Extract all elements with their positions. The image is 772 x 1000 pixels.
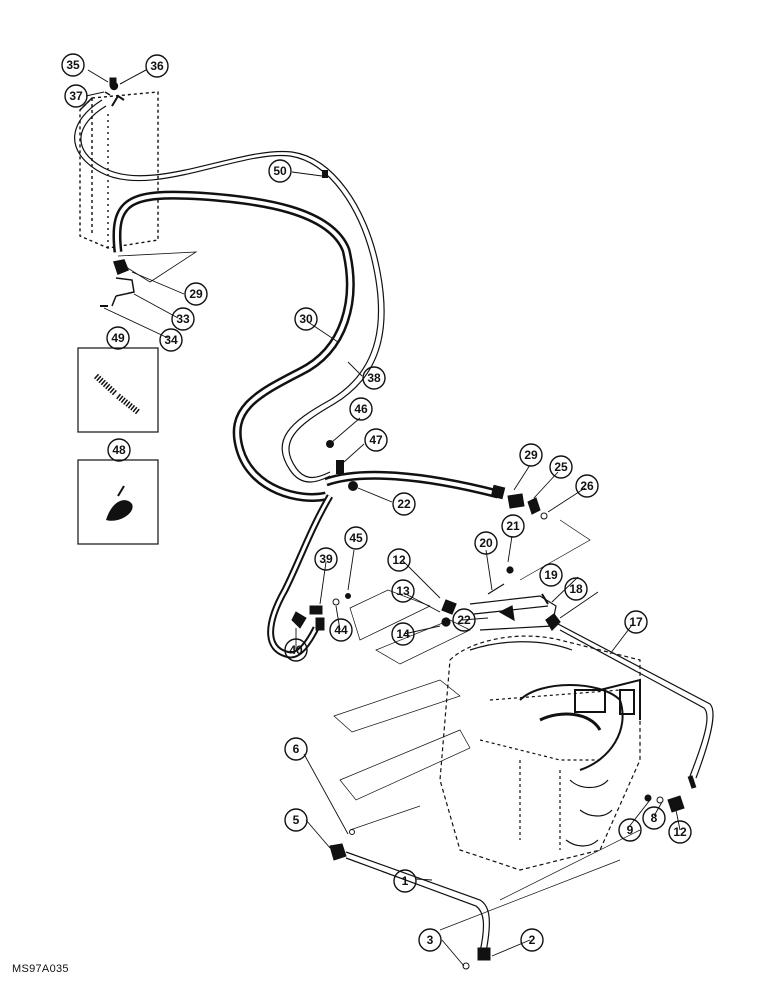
callout-34: 34: [164, 333, 178, 347]
callout-22-lower: 22: [457, 613, 471, 627]
callout-25: 25: [554, 460, 568, 474]
callout-45: 45: [349, 531, 363, 545]
callout-26: 26: [580, 479, 594, 493]
callout-38: 38: [367, 371, 381, 385]
callout-17: 17: [629, 615, 643, 629]
callout-39: 39: [319, 552, 333, 566]
transmission-housing: [439, 635, 641, 871]
callout-29-right: 29: [524, 448, 538, 462]
callout-49: 49: [111, 331, 125, 345]
fitting-8-9-12: [644, 794, 685, 813]
hose-to-filter: [324, 470, 506, 500]
callout-2: 2: [529, 933, 536, 947]
callout-9: 9: [627, 823, 634, 837]
callouts: [61, 53, 692, 952]
callout-14: 14: [396, 627, 410, 641]
line-38: [74, 99, 385, 483]
figure-code: MS97A035: [12, 963, 69, 975]
callout-8: 8: [651, 811, 658, 825]
callout-36: 36: [150, 59, 164, 73]
leader-box: [117, 251, 198, 283]
callout-13: 13: [396, 584, 410, 598]
callout-labels: 35 36 37 50 29 33 34 30 38 49 46 47 48 2…: [66, 58, 687, 947]
hose-30: [112, 190, 355, 502]
callout-29-tank: 29: [189, 287, 203, 301]
tube-1: [345, 851, 490, 953]
callout-35: 35: [66, 58, 80, 72]
fitting-cluster: [441, 566, 561, 631]
callout-19: 19: [544, 568, 558, 582]
callout-40: 40: [289, 643, 303, 657]
clip-50: [322, 170, 328, 178]
leader-lines: [103, 171, 681, 967]
fitting-25-26: [507, 493, 548, 520]
callout-44: 44: [334, 623, 348, 637]
callout-20: 20: [479, 536, 493, 550]
callout-1: 1: [402, 874, 409, 888]
hose-to-40: [267, 494, 334, 659]
callout-50: 50: [273, 164, 287, 178]
part-49-box: [77, 347, 159, 433]
callout-48: 48: [112, 443, 126, 457]
tube-17: [557, 623, 714, 789]
callout-5: 5: [293, 813, 300, 827]
part-48-box: [77, 459, 159, 545]
callout-47: 47: [369, 433, 383, 447]
tank-fitting: [100, 259, 135, 307]
callout-30: 30: [299, 312, 313, 326]
callout-12-lower: 12: [673, 825, 687, 839]
callout-33: 33: [176, 312, 190, 326]
callout-37: 37: [69, 89, 83, 103]
guide-lines: [333, 519, 641, 931]
callout-46: 46: [354, 402, 368, 416]
callout-3: 3: [427, 933, 434, 947]
callout-18: 18: [569, 582, 583, 596]
callout-21: 21: [506, 519, 520, 533]
callout-22-upper: 22: [397, 497, 411, 511]
fittings-bottom: [329, 829, 491, 970]
cap-parts: [85, 69, 147, 97]
callout-12-upper: 12: [392, 553, 406, 567]
callout-6: 6: [293, 742, 300, 756]
fitting-39-40: [291, 593, 351, 631]
